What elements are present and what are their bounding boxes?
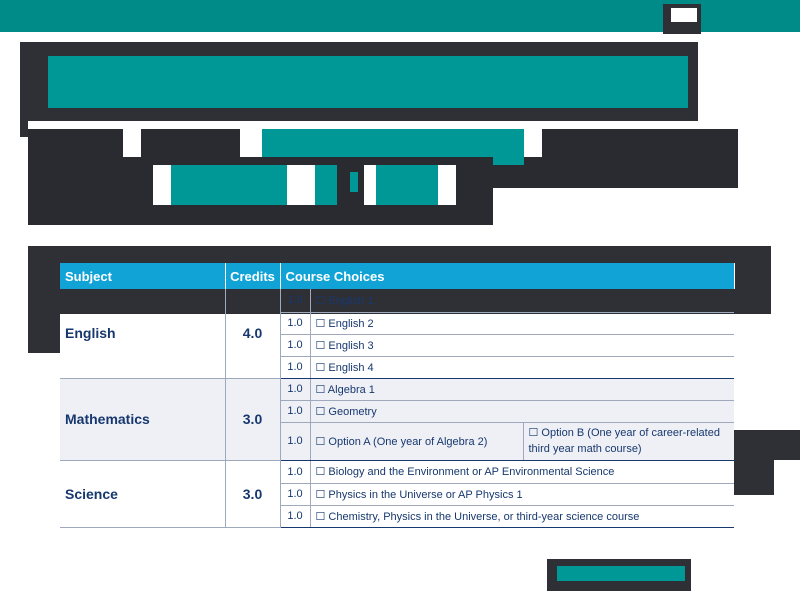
credits-cell: 4.0: [225, 289, 281, 379]
credits-cell: 3.0: [225, 460, 281, 528]
subtitle-redaction-gap-3: [524, 121, 542, 157]
course-credit: 1.0: [280, 312, 311, 335]
header-subject: Subject: [60, 263, 226, 289]
course-choice[interactable]: ☐ English 1: [310, 289, 735, 313]
subtitle-redaction-white-strip: [28, 121, 738, 129]
subtitle-row2-gap-b: [287, 165, 315, 205]
requirements-table: Subject Credits Course Choices English 4…: [60, 263, 735, 528]
title-redaction-bar: [48, 56, 688, 108]
header-credits: Credits: [225, 263, 281, 289]
table-redaction-left: [28, 246, 60, 353]
table-row: 1.0 ☐ Option A (One year of Algebra 2) ☐…: [60, 422, 735, 461]
course-choice[interactable]: ☐ Physics in the Universe or AP Physics …: [310, 483, 735, 506]
course-choice[interactable]: ☐ Chemistry, Physics in the Universe, or…: [310, 505, 735, 528]
subtitle-redaction-teal-4: [350, 172, 358, 192]
table-row: 1.0 ☐ Chemistry, Physics in the Universe…: [60, 505, 735, 528]
course-choice[interactable]: ☐ Biology and the Environment or AP Envi…: [310, 460, 735, 484]
table-header-row: Subject Credits Course Choices: [60, 263, 735, 289]
subtitle-redaction-teal-5: [376, 165, 438, 205]
course-credit: 1.0: [280, 378, 311, 401]
course-credit: 1.0: [280, 422, 311, 461]
table-row: 1.0 ☐ English 3: [60, 334, 735, 357]
course-credit: 1.0: [280, 400, 311, 423]
subject-cell: English: [60, 289, 226, 379]
subject-cell: Science: [60, 460, 226, 528]
subtitle-row2-gap-a: [153, 165, 171, 205]
table-row: Mathematics 3.0 1.0 ☐ Algebra 1: [60, 378, 735, 461]
table-row: 1.0 ☐ English 4: [60, 356, 735, 379]
subtitle-redaction-gap-1: [123, 121, 141, 157]
course-choice[interactable]: ☐ English 3: [310, 334, 735, 357]
subject-cell: Mathematics: [60, 378, 226, 461]
course-credit: 1.0: [280, 289, 311, 313]
subtitle-redaction-gap-2: [240, 121, 262, 157]
course-credit: 1.0: [280, 356, 311, 379]
course-choice[interactable]: ☐ English 2: [310, 312, 735, 335]
subtitle-row2-gap-d: [438, 165, 456, 205]
table-row: 1.0 ☐ English 2: [60, 312, 735, 335]
top-redaction-inner: [671, 8, 697, 22]
credits-cell: 3.0: [225, 378, 281, 461]
course-credit: 1.0: [280, 483, 311, 506]
course-credit: 1.0: [280, 505, 311, 528]
table-row: Science 3.0 1.0 ☐ Biology and the Enviro…: [60, 460, 735, 528]
course-choice[interactable]: ☐ Geometry: [310, 400, 735, 423]
table-redaction-right-2: [734, 455, 774, 495]
table-row: English 4.0 1.0 ☐ English 1: [60, 289, 735, 379]
course-credit: 1.0: [280, 334, 311, 357]
course-credit: 1.0: [280, 460, 311, 484]
course-choice[interactable]: ☐ Algebra 1: [310, 378, 735, 401]
course-choice-option-b[interactable]: ☐ Option B (One year of career-related t…: [523, 422, 735, 461]
table-row: 1.0 ☐ Physics in the Universe or AP Phys…: [60, 483, 735, 506]
course-choice-option-a[interactable]: ☐ Option A (One year of Algebra 2): [310, 422, 524, 461]
subtitle-redaction-teal-2: [171, 165, 287, 205]
footer-redaction-bar: [557, 566, 685, 581]
subtitle-row2-gap-c: [364, 165, 376, 205]
table-row: 1.0 ☐ Geometry: [60, 400, 735, 423]
subtitle-redaction-teal-3: [315, 165, 337, 205]
header-course-choices: Course Choices: [280, 263, 735, 289]
subtitle-row2-white-right: [493, 188, 738, 228]
course-choice[interactable]: ☐ English 4: [310, 356, 735, 379]
